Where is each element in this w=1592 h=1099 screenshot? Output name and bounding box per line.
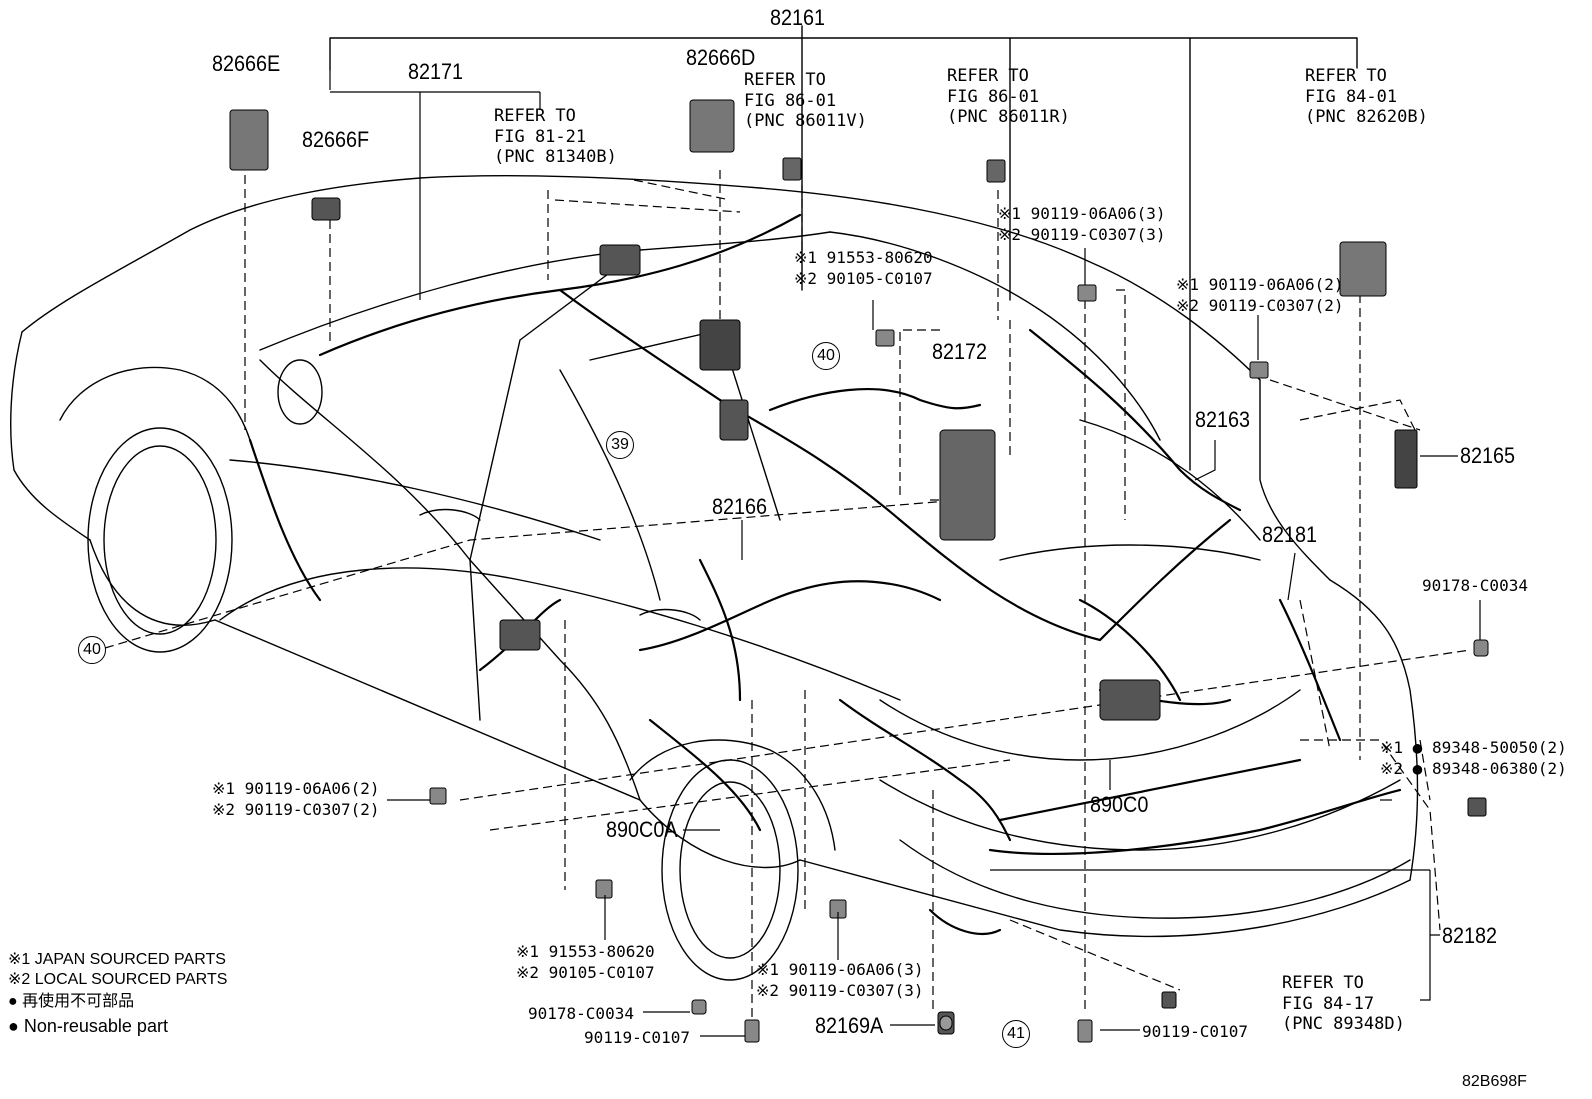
variant-right-2: ※1 90119-06A06(2) ※2 90119-C0307(2) xyxy=(1176,275,1344,316)
variant-clip-right: ※1 ● 89348-50050(2) ※2 ● 89348-06380(2) xyxy=(1380,738,1567,779)
refer-fig-84-17: REFER TO FIG 84-17 (PNC 89348D) xyxy=(1282,973,1405,1035)
refer-line: FIG 81-21 xyxy=(494,126,587,147)
refer-line: (PNC 82620B) xyxy=(1305,107,1428,127)
callout-41: 41 xyxy=(1002,1020,1030,1048)
part-82172: 82172 xyxy=(932,339,988,364)
part-90178-right: 90178-C0034 xyxy=(1422,576,1528,595)
variant-line: ※2 90119-C0307(2) xyxy=(212,799,380,819)
refer-line: REFER TO xyxy=(494,106,576,126)
part-90119-bottom-left: 90119-C0107 xyxy=(584,1028,690,1047)
refer-line: FIG 84-17 xyxy=(1282,993,1375,1014)
variant-line: ※2 90105-C0107 xyxy=(516,962,655,982)
refer-line: FIG 86-01 xyxy=(744,90,837,111)
legend-item: ● 再使用不可部品 xyxy=(8,993,135,1010)
part-82166: 82166 xyxy=(712,494,768,519)
refer-line: (PNC 86011R) xyxy=(947,107,1070,127)
legend-item: ※2 LOCAL SOURCED PARTS xyxy=(8,971,228,988)
variant-line: ※2 ● 89348-06380(2) xyxy=(1380,758,1567,778)
variant-upper-right-3: ※1 90119-06A06(3) ※2 90119-C0307(3) xyxy=(998,204,1166,245)
leader-82161 xyxy=(329,25,1358,471)
variant-line: ※1 91553-80620 xyxy=(516,942,655,961)
part-90119-bottom-right: 90119-C0107 xyxy=(1142,1022,1248,1041)
refer-line: FIG 86-01 xyxy=(947,86,1040,107)
refer-fig-81-21: REFER TO FIG 81-21 (PNC 81340B) xyxy=(494,106,617,168)
part-82666D: 82666D xyxy=(686,45,756,70)
variant-line: ※1 90119-06A06(3) xyxy=(998,204,1166,223)
ecu-82666E xyxy=(229,109,269,171)
part-82181: 82181 xyxy=(1262,522,1318,547)
callout-40-top: 40 xyxy=(812,342,840,370)
refer-fig-86-01-r: REFER TO FIG 86-01 (PNC 86011R) xyxy=(947,66,1070,128)
refer-line: (PNC 81340B) xyxy=(494,147,617,167)
figure-code: 82B698F xyxy=(1462,1073,1527,1090)
refer-line: REFER TO xyxy=(947,66,1029,86)
refer-line: FIG 84-01 xyxy=(1305,86,1398,107)
part-82182: 82182 xyxy=(1442,923,1498,948)
refer-line: (PNC 86011V) xyxy=(744,111,867,131)
part-90178-bottom: 90178-C0034 xyxy=(528,1004,634,1023)
variant-line: ※2 90119-C0307(3) xyxy=(998,224,1166,244)
part-82161: 82161 xyxy=(770,5,826,30)
part-82163: 82163 xyxy=(1195,407,1251,432)
part-82666E: 82666E xyxy=(212,51,281,76)
legend: ※1 JAPAN SOURCED PARTS ※2 LOCAL SOURCED … xyxy=(8,950,227,1038)
variant-line: ※2 90119-C0307(2) xyxy=(1176,295,1344,315)
legend-item: ※1 JAPAN SOURCED PARTS xyxy=(8,951,226,968)
callout-40-left: 40 xyxy=(78,636,106,664)
refer-line: REFER TO xyxy=(1282,973,1364,993)
variant-line: ※1 90119-06A06(3) xyxy=(756,960,924,979)
refer-line: (PNC 89348D) xyxy=(1282,1014,1405,1034)
refer-line: REFER TO xyxy=(744,70,826,90)
variant-upper-center: ※1 91553-80620 ※2 90105-C0107 xyxy=(794,248,933,289)
variant-bottom-center-3: ※1 90119-06A06(3) ※2 90119-C0307(3) xyxy=(756,960,924,1001)
variant-line: ※1 ● 89348-50050(2) xyxy=(1380,738,1567,757)
variant-line: ※1 90119-06A06(2) xyxy=(212,779,380,798)
part-890C0A: 890C0A xyxy=(606,817,678,842)
part-82169A: 82169A xyxy=(815,1013,884,1038)
variant-left-2: ※1 90119-06A06(2) ※2 90119-C0307(2) xyxy=(212,779,380,820)
variant-line: ※1 90119-06A06(2) xyxy=(1176,275,1344,294)
refer-line: REFER TO xyxy=(1305,66,1387,86)
part-82171: 82171 xyxy=(408,59,464,84)
refer-fig-84-01: REFER TO FIG 84-01 (PNC 82620B) xyxy=(1305,66,1428,128)
variant-bottom-left: ※1 91553-80620 ※2 90105-C0107 xyxy=(516,942,655,983)
variant-line: ※1 91553-80620 xyxy=(794,248,933,267)
callout-39: 39 xyxy=(606,431,634,459)
part-82165: 82165 xyxy=(1460,443,1516,468)
variant-line: ※2 90119-C0307(3) xyxy=(756,980,924,1000)
variant-line: ※2 90105-C0107 xyxy=(794,268,933,288)
part-890C0: 890C0 xyxy=(1090,792,1149,817)
refer-fig-86-01-v: REFER TO FIG 86-01 (PNC 86011V) xyxy=(744,70,867,132)
part-82666F: 82666F xyxy=(302,127,370,152)
legend-item: ● Non-reusable part xyxy=(8,1016,168,1036)
